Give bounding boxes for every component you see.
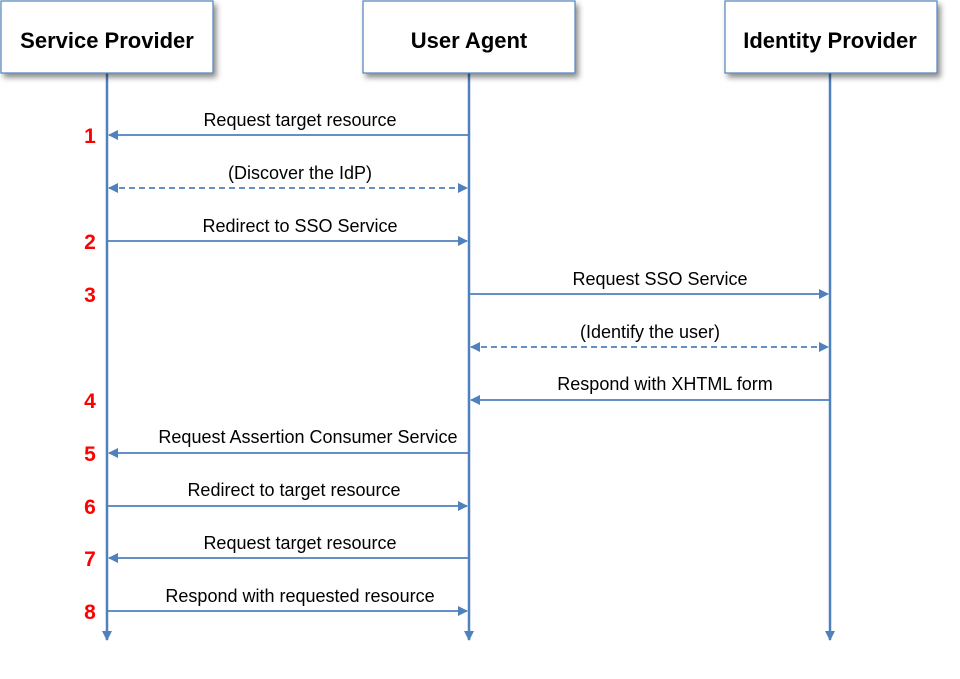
message-7: 7 Request target resource [84, 533, 469, 571]
message-label: Redirect to target resource [187, 480, 400, 500]
message-label: Respond with XHTML form [557, 374, 772, 394]
step-number: 5 [84, 443, 96, 466]
message-8: 8 Respond with requested resource [84, 586, 468, 624]
message-label: Redirect to SSO Service [202, 216, 397, 236]
message-label: Request SSO Service [572, 269, 747, 289]
message-label: Request target resource [203, 533, 396, 553]
message-1: 1 Request target resource [84, 110, 469, 148]
message-2: 2 Redirect to SSO Service [84, 216, 468, 254]
message-label: Request Assertion Consumer Service [158, 427, 457, 447]
message-label: Respond with requested resource [165, 586, 434, 606]
step-number: 6 [84, 496, 96, 519]
message-identify-user: (Identify the user) [470, 322, 829, 352]
step-number: 8 [84, 601, 96, 624]
message-4: 4 Respond with XHTML form [84, 374, 830, 413]
actor-label: User Agent [411, 28, 528, 53]
lifelines [102, 73, 835, 641]
message-label: Request target resource [203, 110, 396, 130]
message-label: (Identify the user) [580, 322, 720, 342]
actor-service-provider: Service Provider [0, 0, 214, 74]
message-3: 3 Request SSO Service [84, 269, 829, 307]
step-number: 1 [84, 125, 96, 148]
step-number: 4 [84, 390, 96, 413]
message-6: 6 Redirect to target resource [84, 480, 468, 519]
messages: 1 Request target resource (Discover the … [84, 110, 830, 624]
actor-identity-provider: Identity Provider [724, 0, 938, 74]
actor-user-agent: User Agent [362, 0, 576, 74]
step-number: 7 [84, 548, 96, 571]
step-number: 2 [84, 231, 96, 254]
actors: Service Provider User Agent Identity Pro… [0, 0, 938, 74]
message-5: 5 Request Assertion Consumer Service [84, 427, 469, 466]
step-number: 3 [84, 284, 96, 307]
actor-label: Service Provider [20, 28, 194, 53]
message-label: (Discover the IdP) [228, 163, 372, 183]
actor-label: Identity Provider [743, 28, 917, 53]
message-discover-idp: (Discover the IdP) [108, 163, 468, 193]
